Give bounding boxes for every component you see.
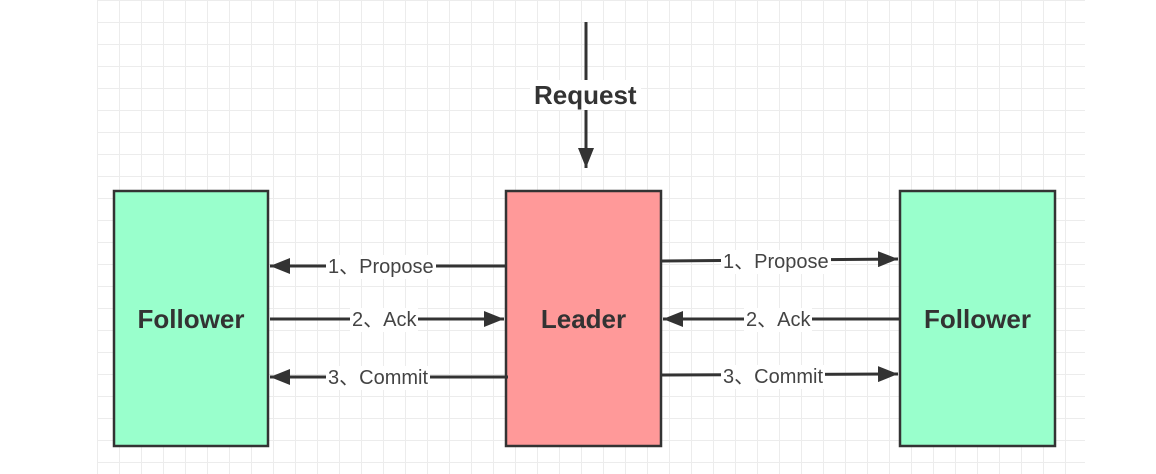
leader-box <box>504 189 663 448</box>
right-follower-label: Follower <box>924 304 1031 334</box>
right-follower-box <box>898 189 1057 448</box>
left-commit-label: 3、Commit <box>326 366 431 390</box>
right-propose-label: 1、Propose <box>721 250 831 274</box>
request-label: Request <box>530 80 641 110</box>
left-follower-label: Follower <box>137 304 245 334</box>
leader-label: Leader <box>540 304 627 334</box>
right-ack-label: 2、Ack <box>744 308 813 332</box>
right-commit-label: 3、Commit <box>721 365 826 389</box>
left-propose-label: 1、Propose <box>326 255 436 279</box>
left-ack-label: 2、Ack <box>350 308 419 332</box>
left-follower-box <box>112 189 270 448</box>
